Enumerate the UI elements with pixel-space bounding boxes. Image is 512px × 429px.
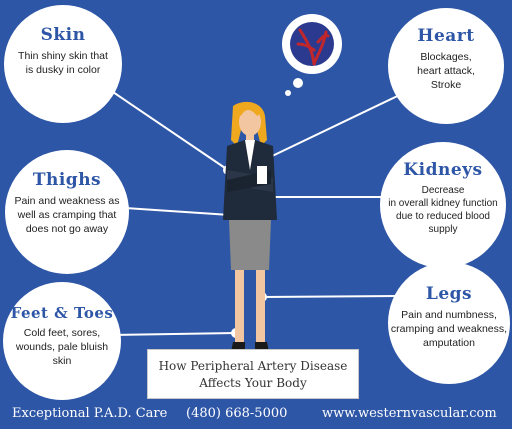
heart-circle: Heart Blockages, heart attack, Stroke [388, 8, 504, 124]
skin-title: Skin [40, 25, 86, 45]
legs-circle: Legs Pain and numbness, cramping and wea… [388, 262, 510, 384]
thighs-description: Pain and weakness as well as cramping th… [14, 195, 120, 235]
legs-description: Pain and numbness, cramping and weakness… [390, 309, 508, 349]
legs-title: Legs [425, 284, 473, 304]
thighs-title: Thighs [32, 170, 102, 190]
kidneys-circle: Kidneys Decrease in overall kidney funct… [380, 142, 506, 268]
skin-circle: Skin Thin shiny skin that is dusky in co… [4, 5, 122, 123]
heart-title: Heart [417, 26, 475, 46]
thighs-circle: Thighs Pain and weakness as well as cram… [5, 150, 129, 274]
feet-toes-circle: Feet & Toes Cold feet, sores, wounds, pa… [3, 282, 121, 400]
heart-thought-bubble [282, 14, 342, 96]
footer-tagline: Exceptional P.A.D. Care [12, 406, 168, 421]
woman-figure-icon [223, 101, 277, 352]
feet-toes-title: Feet & Toes [10, 304, 114, 322]
feet-toes-description: Cold feet, sores, wounds, pale bluish sk… [15, 327, 109, 367]
caption-line-1: How Peripheral Artery Disease [158, 359, 348, 373]
kidneys-title: Kidneys [403, 160, 483, 180]
heart-description: Blockages, heart attack, Stroke [417, 51, 475, 91]
kidneys-description: Decrease in overall kidney function due … [388, 185, 498, 235]
footer-phone[interactable]: (480) 668-5000 [186, 406, 288, 421]
caption-line-2: Affects Your Body [199, 376, 307, 390]
skin-description: Thin shiny skin that is dusky in color [18, 50, 108, 76]
footer-website-link[interactable]: www.westernvascular.com [322, 406, 497, 421]
caption-box: How Peripheral Artery Disease Affects Yo… [147, 349, 359, 399]
